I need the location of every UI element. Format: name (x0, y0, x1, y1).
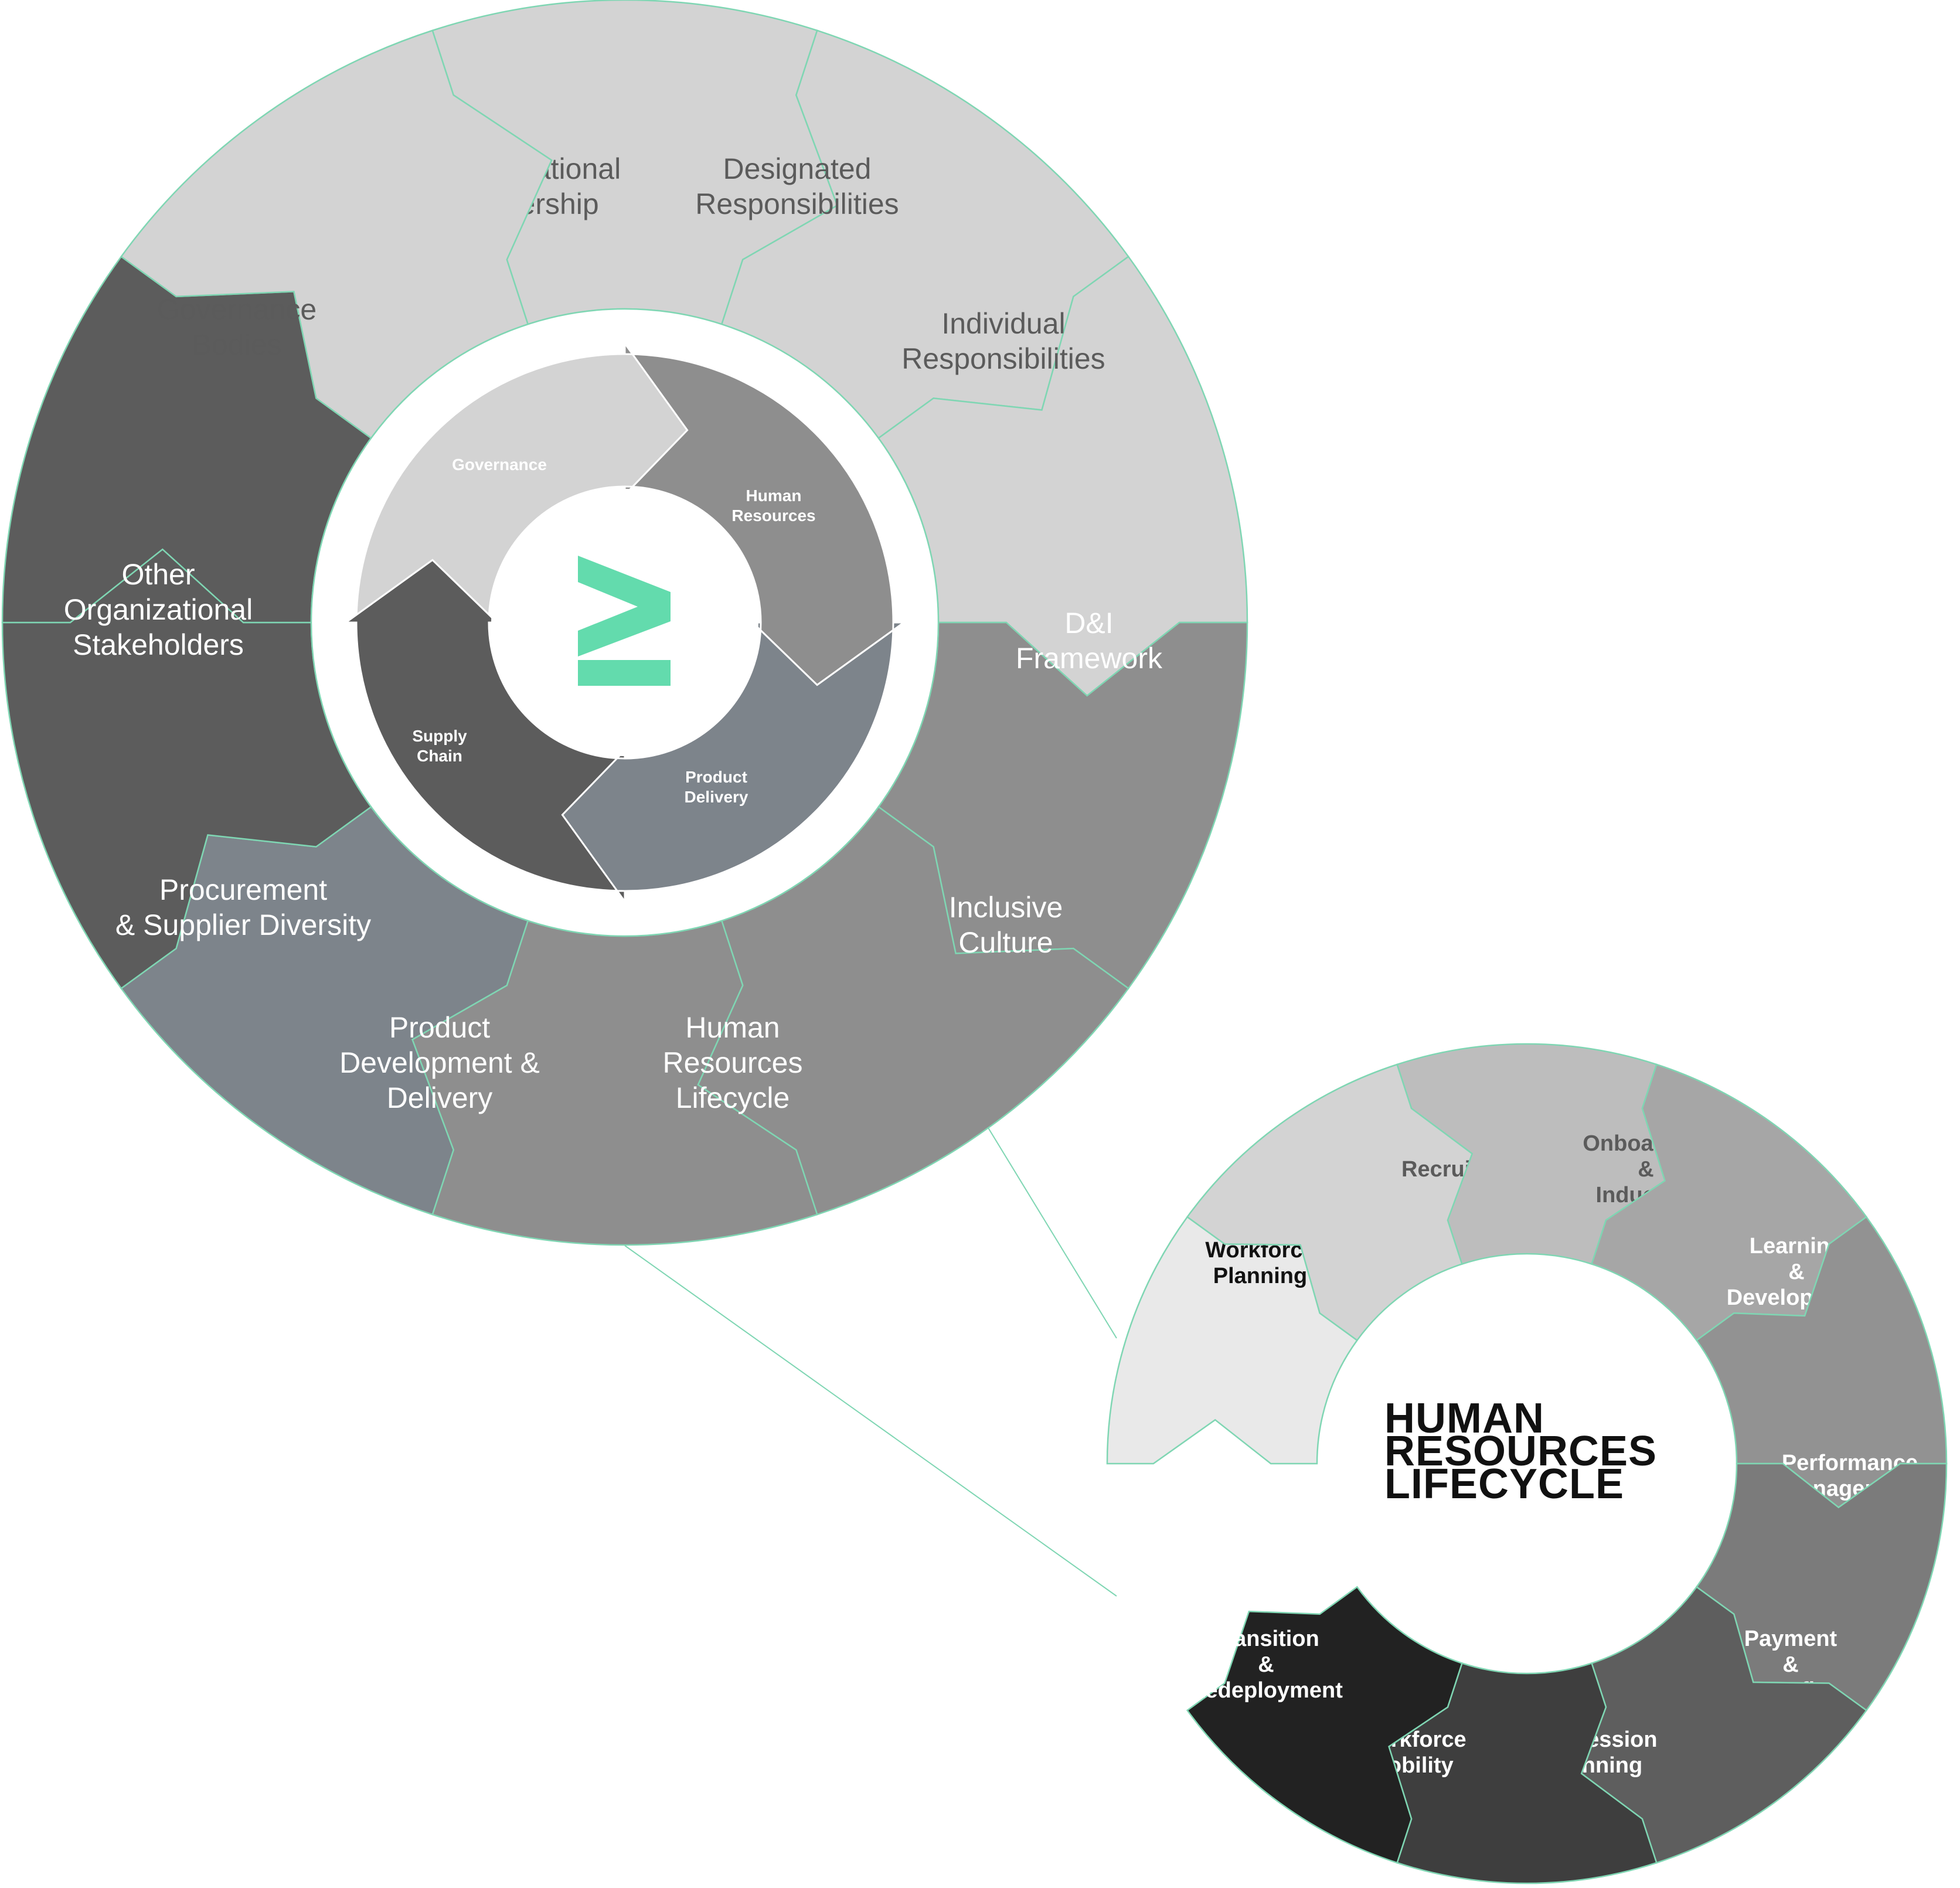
inner-segment-human-resources (624, 341, 907, 686)
hr-label-transition-line: Transition (1213, 1627, 1319, 1651)
hr-label-workforce-planning-line: Planning (1213, 1264, 1307, 1288)
hr-ring-title-line: HUMAN (1384, 1395, 1544, 1442)
outer-label-product-dev-line: Development & (339, 1046, 540, 1079)
outer-label-governance-bodies-line: Bodies (192, 328, 282, 361)
hr-segment-transition (1186, 1586, 1463, 1864)
outer-label-di-framework-line: D&I (1064, 607, 1113, 639)
hr-label-transition: Transition&Redeployment (1189, 1627, 1343, 1703)
hr-label-payment-line: Payment (1744, 1627, 1838, 1651)
inner-label-product-delivery-line: Product (685, 768, 747, 786)
hr-ring-title-line: RESOURCES (1384, 1428, 1657, 1475)
outer-label-designated-responsibilities-line: Designated (723, 152, 872, 185)
outer-label-inclusive-culture-line: Inclusive (949, 891, 1063, 924)
outer-label-hr-lifecycle-line: Lifecycle (676, 1081, 790, 1114)
outer-label-hr-lifecycle-line: Resources (663, 1046, 803, 1079)
outer-label-other-stakeholders-line: Other (121, 558, 195, 591)
outer-label-procurement-line: & Supplier Diversity (115, 909, 371, 941)
outer-label-product-dev-line: Delivery (387, 1081, 493, 1114)
inner-label-governance: Governance (452, 455, 547, 474)
brand-logo-icon (578, 556, 671, 686)
inner-label-human-resources-line: Resources (731, 506, 815, 525)
outer-label-individual-responsibilities-line: Responsibilities (901, 342, 1105, 375)
outer-label-procurement-line: Procurement (159, 873, 327, 906)
hr-label-learning-line: & (1788, 1260, 1804, 1284)
connector-line (624, 1245, 1117, 1597)
outer-label-governance-bodies-line: Governance (157, 293, 317, 326)
outer-label-individual-responsibilities-line: Individual (941, 307, 1065, 340)
logo-chevron-icon (578, 556, 671, 656)
inner-segment-product-delivery (561, 621, 907, 904)
inner-label-supply-chain-line: Chain (417, 747, 462, 765)
hr-ring-core (1318, 1255, 1736, 1672)
inner-label-supply-chain-line: Supply (412, 727, 467, 745)
outer-label-other-stakeholders-line: Stakeholders (73, 628, 244, 661)
outer-label-hr-lifecycle-line: Human (685, 1011, 780, 1044)
outer-label-di-framework-line: Framework (1016, 642, 1163, 675)
outer-label-other-stakeholders-line: Organizational (64, 593, 253, 626)
logo-bar-icon (578, 660, 671, 686)
inner-label-governance-line: Governance (452, 455, 547, 474)
outer-label-inclusive-culture-line: Culture (958, 926, 1053, 959)
inner-segment-governance (343, 341, 689, 624)
hr-lifecycle-ring: WorkforcePlanningRecruitingOnboarding&In… (1106, 1043, 1948, 1884)
outer-label-designated-responsibilities-line: Responsibilities (695, 188, 899, 220)
hr-ring-title-line: LIFECYCLE (1384, 1461, 1624, 1508)
inner-label-product-delivery-line: Delivery (685, 788, 748, 806)
hr-label-onboarding-line: & (1638, 1157, 1653, 1182)
outer-label-product-dev-line: Product (389, 1011, 490, 1044)
inner-label-human-resources-line: Human (746, 487, 802, 505)
hr-label-transition-line: & (1258, 1652, 1274, 1677)
inner-segment-supply-chain (343, 559, 626, 904)
outer-label-procurement: Procurement& Supplier Diversity (115, 873, 371, 941)
hr-label-payment-line: & (1782, 1652, 1798, 1677)
hr-label-transition-line: Redeployment (1189, 1678, 1343, 1703)
